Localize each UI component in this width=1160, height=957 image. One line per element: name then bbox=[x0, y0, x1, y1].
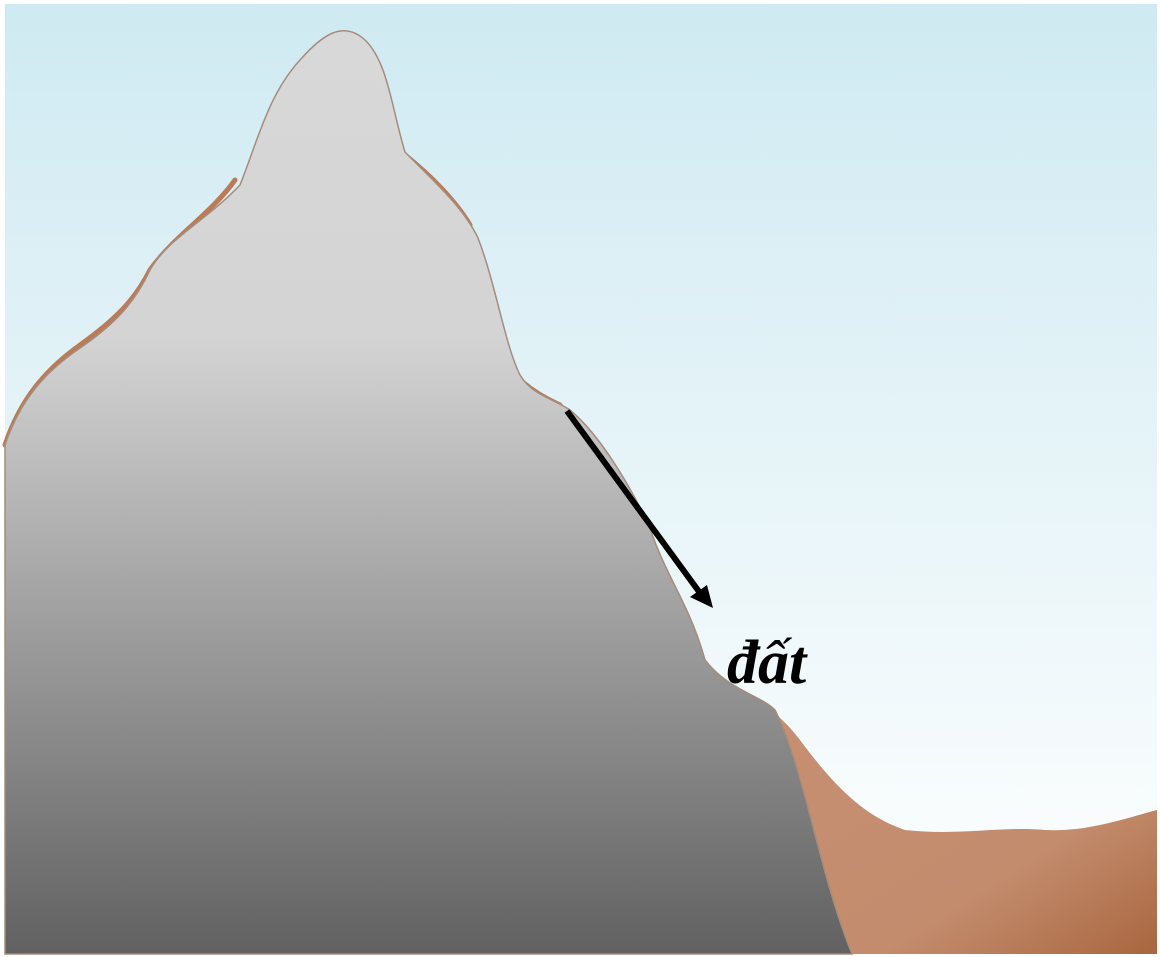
soil-label: đất bbox=[727, 632, 806, 694]
